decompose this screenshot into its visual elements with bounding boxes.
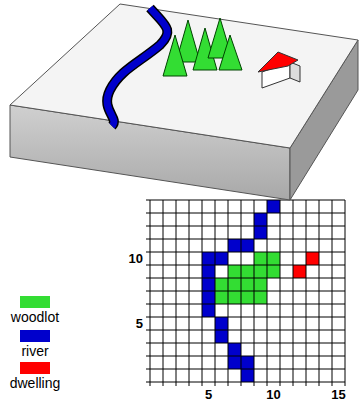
river-cell: [215, 317, 228, 330]
woodlot-cell: [254, 278, 267, 291]
woodlot-cell: [228, 291, 241, 304]
woodlot-cell: [228, 265, 241, 278]
grid-line: [293, 200, 294, 386]
grid-line: [146, 252, 345, 253]
grid-line: [306, 200, 307, 386]
woodlot-cell: [215, 278, 228, 291]
house: [258, 52, 300, 88]
axis-number: 5: [136, 317, 143, 331]
woodlot-cell: [267, 252, 280, 265]
grid-line: [146, 291, 345, 292]
river-cell: [215, 252, 228, 265]
grid-line: [345, 200, 346, 386]
woodlot-cell: [254, 252, 267, 265]
legend-text: dwelling: [10, 376, 61, 390]
grid-line: [163, 200, 164, 386]
grid-line: [215, 200, 216, 386]
grid-line: [280, 200, 281, 386]
legend-text: woodlot: [11, 310, 59, 324]
river-cell: [241, 369, 254, 382]
river-cell: [202, 278, 215, 291]
woodlot-cell: [241, 291, 254, 304]
legend-swatch: [20, 362, 50, 374]
grid-line: [146, 304, 345, 305]
river-cell: [228, 343, 241, 356]
axis-number: 10: [266, 388, 280, 402]
axis-number: 10: [129, 252, 143, 266]
grid-line: [150, 200, 151, 386]
woodlot-cell: [228, 278, 241, 291]
river-cell: [228, 239, 241, 252]
grid-line: [146, 330, 345, 331]
grid-line: [228, 200, 229, 386]
grid-line: [146, 369, 345, 370]
legend-swatch: [20, 296, 50, 308]
dwelling-cell: [306, 252, 319, 265]
block-top: [10, 4, 358, 148]
legend-text: river: [21, 344, 48, 358]
legend-swatch: [20, 330, 50, 342]
grid-line: [146, 200, 345, 201]
grid-line: [146, 239, 345, 240]
grid: [146, 200, 345, 386]
grid-line: [319, 200, 320, 386]
woodlot-cell: [254, 291, 267, 304]
grid-line: [241, 200, 242, 386]
river-cell: [202, 252, 215, 265]
grid-line: [254, 200, 255, 386]
grid-line: [189, 200, 190, 386]
grid-line: [146, 226, 345, 227]
river-cell: [241, 239, 254, 252]
grid-line: [267, 200, 268, 386]
grid-line: [146, 343, 345, 344]
river-cell: [202, 265, 215, 278]
woodlot-cell: [254, 265, 267, 278]
axis-number: 5: [205, 388, 212, 402]
river-cell: [267, 200, 280, 213]
grid-line: [146, 265, 345, 266]
grid-line: [332, 200, 333, 386]
dwelling-cell: [293, 265, 306, 278]
river-outline: [107, 8, 167, 126]
grid-line: [146, 382, 345, 383]
woodlot-cell: [241, 265, 254, 278]
grid-line: [176, 200, 177, 386]
grid-line: [146, 317, 345, 318]
axis-number: 15: [331, 388, 345, 402]
river-cell: [254, 226, 267, 239]
river-cell: [254, 213, 267, 226]
river-cell: [215, 330, 228, 343]
woodlot-cell: [215, 291, 228, 304]
river-cell: [202, 304, 215, 317]
woodlot-cell: [241, 278, 254, 291]
grid-line: [202, 200, 203, 386]
grid-line: [146, 278, 345, 279]
trees: [163, 18, 242, 76]
river-cell: [202, 291, 215, 304]
grid-line: [146, 356, 345, 357]
grid-line: [146, 213, 345, 214]
woodlot-cell: [267, 265, 280, 278]
river-cell: [228, 356, 241, 369]
river: [107, 8, 167, 126]
river-cell: [241, 356, 254, 369]
